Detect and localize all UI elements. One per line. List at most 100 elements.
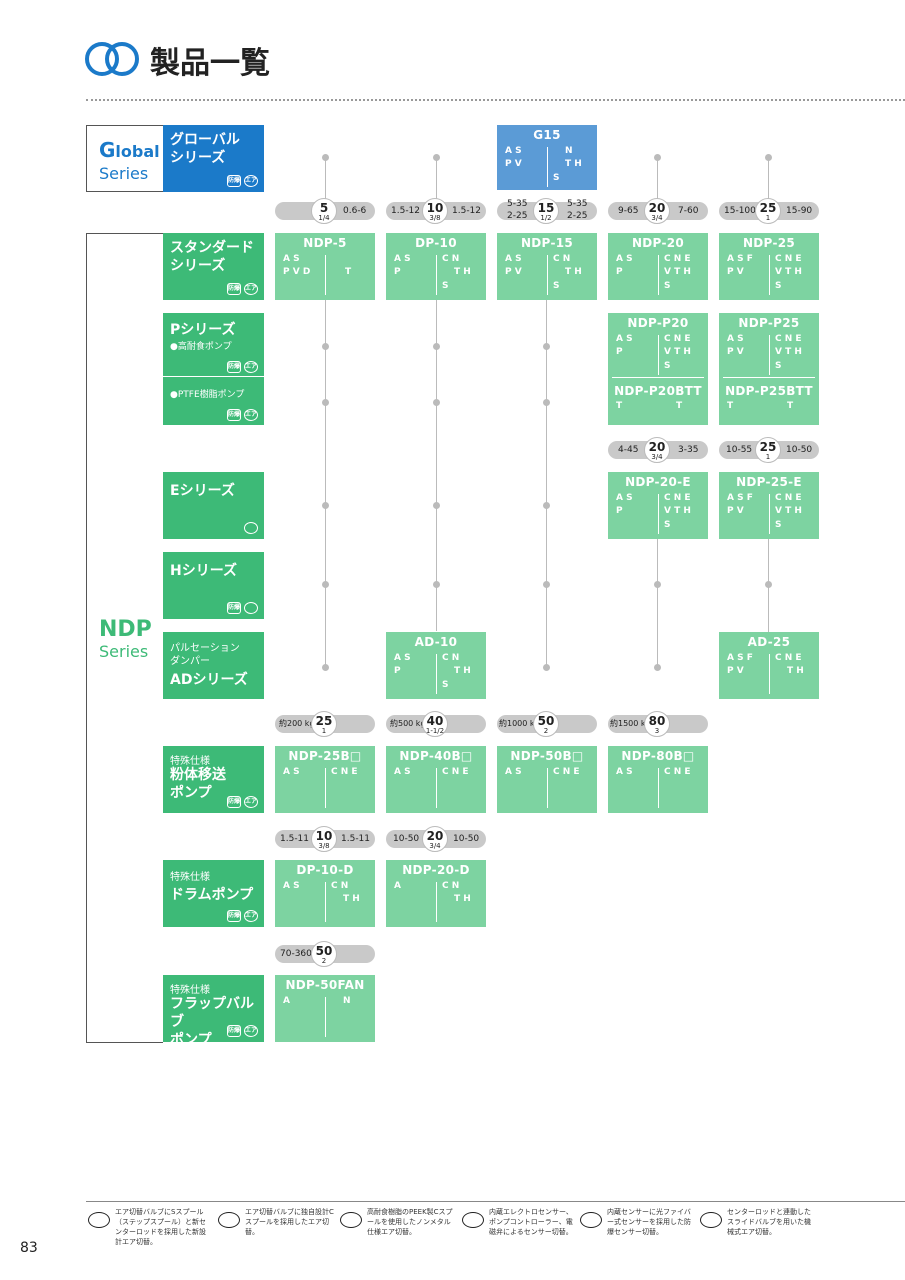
connector-dot [765,154,772,161]
product-card-ndp-20[interactable]: NDP-20 A S P C N E V T H S [608,233,708,300]
powder-series-label: 特殊仕様 粉体移送ポンプ 防爆 エア [163,746,264,813]
g15-left-2: P V [505,159,522,169]
connector-dot [322,343,329,350]
connector-dot [765,581,772,588]
global-logo-box: Global Series [86,125,163,192]
footer-note: 内蔵エレクトロセンサー、ポンプコントローラー、電磁弁によるセンサー切替。 [489,1208,573,1236]
air-switch-icon: エア [244,1025,258,1037]
g15-right-2: T H [565,159,582,169]
product-card-dp-10-d[interactable]: DP-10-D A S C N T H [275,860,375,927]
explosion-proof-icon: 防爆 [227,409,241,421]
connector-line [657,539,658,669]
air-switch-icon: エア [244,361,258,373]
page-number: 83 [20,1240,38,1256]
connector-line [325,299,326,669]
product-card-ndp-20-d[interactable]: NDP-20-D A C N T H [386,860,486,927]
connector-dot [543,343,550,350]
connector-dot [543,399,550,406]
connector-dot [433,502,440,509]
connector-dot [433,154,440,161]
ndp-logo-series: Series [99,642,149,661]
sensor-switch-icon [580,1212,602,1228]
product-card-ndp-25-e[interactable]: NDP-25-E A S F P V C N E V T H S [719,472,819,539]
g15-title: G15 [533,128,561,142]
connector-line [325,160,326,205]
header-divider [86,99,905,101]
explosion-proof-icon: 防爆 [227,796,241,808]
g15-card[interactable]: G15 A S P V N T H S [497,125,597,190]
connector-dot [654,154,661,161]
global-logo-text: lobal [115,142,160,161]
explosion-proof-icon: 防爆 [227,361,241,373]
product-card-ndp-p20[interactable]: NDP-P20 A S P C N E V T H S NDP-P20BTT T… [608,313,708,425]
connector-line [546,299,547,669]
footer-note: 高耐食樹脂のPEEK製Cスプールを使用したノンメタル仕様エア切替。 [367,1208,453,1236]
footer-note: 内蔵センサーに光ファイバー式センサーを採用した防爆センサー切替。 [607,1208,691,1236]
e-series-label: Eシリーズ [163,472,264,539]
explosion-proof-icon: 防爆 [227,1025,241,1037]
connector-dot [654,664,661,671]
air-switch-icon: エア [244,283,258,295]
ndp-logo: NDP [99,617,152,642]
air-switch-c-icon [218,1212,240,1228]
product-card-ndp-20-e[interactable]: NDP-20-E A S P C N E V T H S [608,472,708,539]
explosion-proof-icon: 防爆 [227,910,241,922]
connector-dot [543,581,550,588]
product-card-dp-10[interactable]: DP-10 A S P C N T H S [386,233,486,300]
product-card-ndp-15[interactable]: NDP-15 A S P V C N T H S [497,233,597,300]
air-switch-icon: エア [244,796,258,808]
g15-right-1: N [565,146,573,156]
footer-note: センターロッドと連動したスライドバルブを用いた機械式エア切替。 [727,1208,811,1236]
sensor-icon [244,602,258,614]
global-title-2: シリーズ [170,150,226,166]
product-card-ad-25[interactable]: AD-25 A S F P V C N E T H [719,632,819,699]
connector-dot [322,581,329,588]
footer-note: エア切替バルブに独自設計Cスプールを採用したエア切替。 [245,1208,334,1236]
sensor-icon [244,522,258,534]
product-card-ndp-50b[interactable]: NDP-50B□ A S C N E [497,746,597,813]
product-card-ndp-25[interactable]: NDP-25 A S F P V C N E V T H S [719,233,819,300]
connector-dot [322,502,329,509]
global-series-label: グローバル シリーズ 防爆 エア [163,125,264,192]
connector-dot [543,664,550,671]
ndp-series-box: NDP Series [86,233,163,1043]
connector-line [436,160,437,205]
connector-dot [433,581,440,588]
product-card-ndp-40b[interactable]: NDP-40B□ A S C N E [386,746,486,813]
air-switch-icon: エア [244,175,258,187]
mechanical-switch-icon [700,1212,722,1228]
ad-series-label: パルセーションダンパー ADシリーズ [163,632,264,699]
product-card-ndp-p25[interactable]: NDP-P25 A S P V C N E V T H S NDP-P25BTT… [719,313,819,425]
product-card-ndp-50fan[interactable]: NDP-50FAN A N [275,975,375,1042]
company-logo-icon [84,40,140,78]
product-card-ndp-5[interactable]: NDP-5 A S P V D T [275,233,375,300]
footer-divider [86,1201,905,1202]
sensor-switch-icon [462,1212,484,1228]
global-title-1: グローバル [170,132,240,148]
product-card-ad-10[interactable]: AD-10 A S P C N T H S [386,632,486,699]
drum-series-label: 特殊仕様 ドラムポンプ 防爆 エア [163,860,264,927]
air-switch-icon: エア [244,910,258,922]
product-card-ndp-25b[interactable]: NDP-25B□ A S C N E [275,746,375,813]
connector-dot [433,399,440,406]
global-logo-g: G [99,138,116,162]
standard-series-label: スタンダードシリーズ 防爆 エア [163,233,264,300]
connector-dot [433,343,440,350]
connector-dot [322,399,329,406]
air-switch-icon: エア [244,409,258,421]
p-series-label: Pシリーズ ●高耐食ポンプ 防爆 エア ●PTFE樹脂ポンプ 防爆 エア [163,313,264,425]
connector-line [436,299,437,631]
product-card-ndp-80b[interactable]: NDP-80B□ A S C N E [608,746,708,813]
connector-dot [654,581,661,588]
explosion-proof-icon: 防爆 [227,283,241,295]
